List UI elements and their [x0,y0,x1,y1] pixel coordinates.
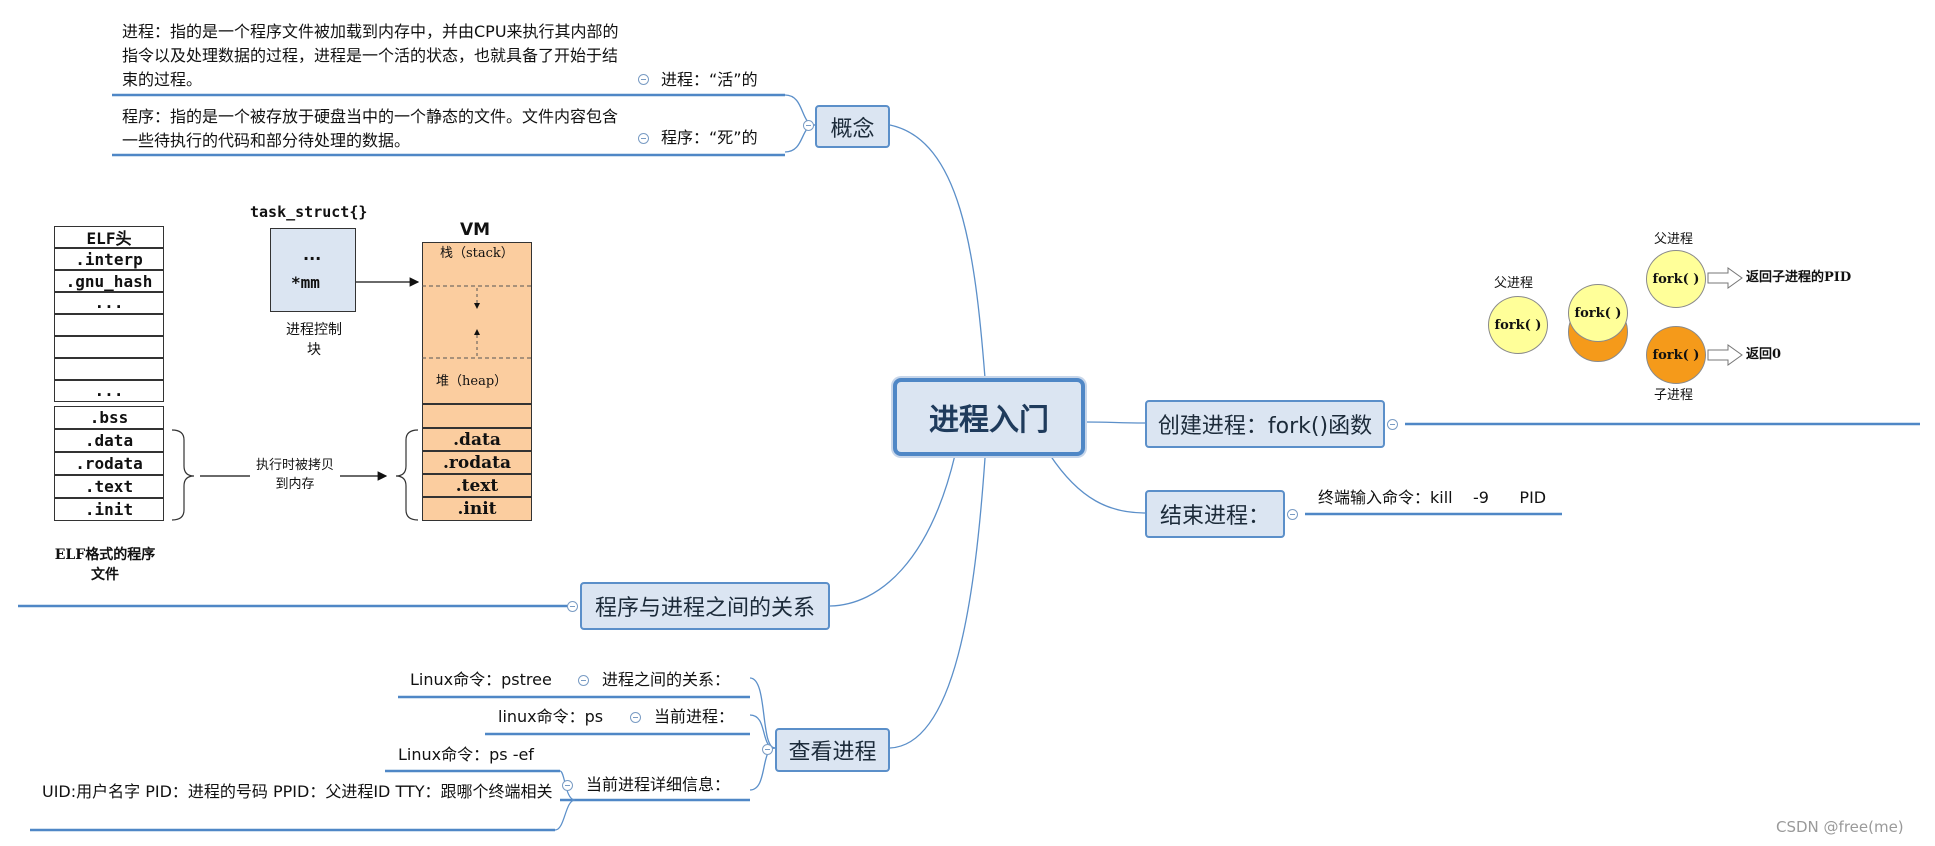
end-detail[interactable]: 终端输入命令：kill -9 PID [1318,488,1547,507]
view-item-current[interactable]: 当前进程： [654,707,735,726]
task-struct-line2: *mm [291,273,320,292]
elf-cell: .bss [54,406,164,429]
vm-section: .rodata [422,451,532,474]
watermark: CSDN @free(me) [1776,818,1904,836]
view-item-detail-collapse[interactable] [562,780,573,791]
vm-title: VM [460,220,491,240]
vm-brace [395,429,419,521]
concept-item-process-collapse[interactable] [638,74,649,85]
view-item-relation[interactable]: 进程之间的关系： [602,670,731,689]
fork-circle-label: fork( ) [1494,317,1542,333]
view-item-current-collapse[interactable] [630,712,641,723]
vm-section: .text [422,474,532,497]
load-arrow-label: 执行时被拷贝到内存 [250,456,340,494]
fork-return-child: 返回0 [1746,347,1782,362]
concept-item-process[interactable]: 进程：“活”的 [661,70,758,89]
vm-stack-label: 栈（stack） [440,246,514,261]
task-struct-caption: 进程控制块 [286,322,342,358]
elf-cell [54,336,164,358]
concept-item-program-collapse[interactable] [638,133,649,144]
vm-stack-heap-region [422,242,532,404]
topic-relation[interactable]: 程序与进程之间的关系 [580,582,830,630]
fork-circle-label: fork( ) [1652,347,1700,363]
view-item-relation-detail[interactable]: Linux命令：pstree [410,670,552,689]
root-topic[interactable]: 进程入门 [893,378,1085,456]
elf-cell: .rodata [54,452,164,475]
fork-circle-label: fork( ) [1574,305,1622,321]
fork-circle-child-right: fork( ) [1646,326,1706,384]
elf-cell: ELF头 [54,226,164,248]
root-label: 进程入门 [929,403,1049,438]
relation-collapse-toggle[interactable] [567,601,578,612]
elf-caption: ELF格式的程序文件 [54,547,156,583]
elf-cell: .data [54,429,164,452]
view-item-detail-fields[interactable]: UID:用户名字 PID：进程的号码 PPID：父进程ID TTY：跟哪个终端相… [42,782,553,801]
fork-circle-parent-front: fork( ) [1568,284,1628,342]
topic-create-label: 创建进程：fork()函数 [1157,414,1373,439]
vm-heap-label: 堆（heap） [436,374,508,389]
vm-gap [422,404,532,428]
create-collapse-toggle[interactable] [1387,419,1398,430]
fork-circle-parent-left: fork( ) [1488,296,1548,354]
view-item-detail-cmd[interactable]: Linux命令：ps -ef [398,745,534,764]
vm-section: .data [422,428,532,451]
fork-circle-label: fork( ) [1652,271,1700,287]
view-item-relation-collapse[interactable] [578,675,589,686]
task-struct-title: task_struct{} [250,203,368,221]
concept-item-program[interactable]: 程序：“死”的 [661,128,758,147]
elf-cell: .gnu_hash [54,270,164,292]
end-collapse-toggle[interactable] [1287,509,1298,520]
elf-brace [171,429,195,521]
elf-cell: ... [54,292,164,314]
elf-cell: .interp [54,248,164,270]
fork-child-label: 子进程 [1654,388,1694,403]
vm-section: .init [422,497,532,521]
fork-circle-parent-right: fork( ) [1646,250,1706,308]
view-item-current-detail[interactable]: linux命令：ps [498,707,604,726]
elf-cell: ... [54,380,164,402]
topic-concept-label: 概念 [830,116,875,142]
topic-view-label: 查看进程 [788,740,877,765]
concept-program-desc[interactable]: 程序：指的是一个被存放于硬盘当中的一个静态的文件。文件内容包含一些待执行的代码和… [122,107,619,150]
task-struct-box: ... *mm [270,228,356,312]
view-collapse-toggle[interactable] [762,744,773,755]
fork-parent-label-right: 父进程 [1654,232,1694,247]
fork-return-parent: 返回子进程的PID [1746,270,1852,285]
elf-cell: .text [54,475,164,498]
topic-end-label: 结束进程： [1159,504,1270,529]
elf-cell [54,314,164,336]
concept-collapse-toggle[interactable] [803,120,814,131]
fork-parent-label-left: 父进程 [1494,276,1534,291]
topic-concept[interactable]: 概念 [815,105,890,148]
view-item-detail[interactable]: 当前进程详细信息： [586,775,731,794]
topic-view[interactable]: 查看进程 [775,728,890,772]
topic-end[interactable]: 结束进程： [1145,490,1285,538]
topic-create[interactable]: 创建进程：fork()函数 [1145,400,1385,448]
elf-cell [54,358,164,380]
elf-cell: .init [54,498,164,521]
concept-process-desc[interactable]: 进程：指的是一个程序文件被加载到内存中，并由CPU来执行其内部的指令以及处理数据… [122,22,619,89]
topic-relation-label: 程序与进程之间的关系 [594,596,815,621]
task-struct-line1: ... [303,245,322,264]
